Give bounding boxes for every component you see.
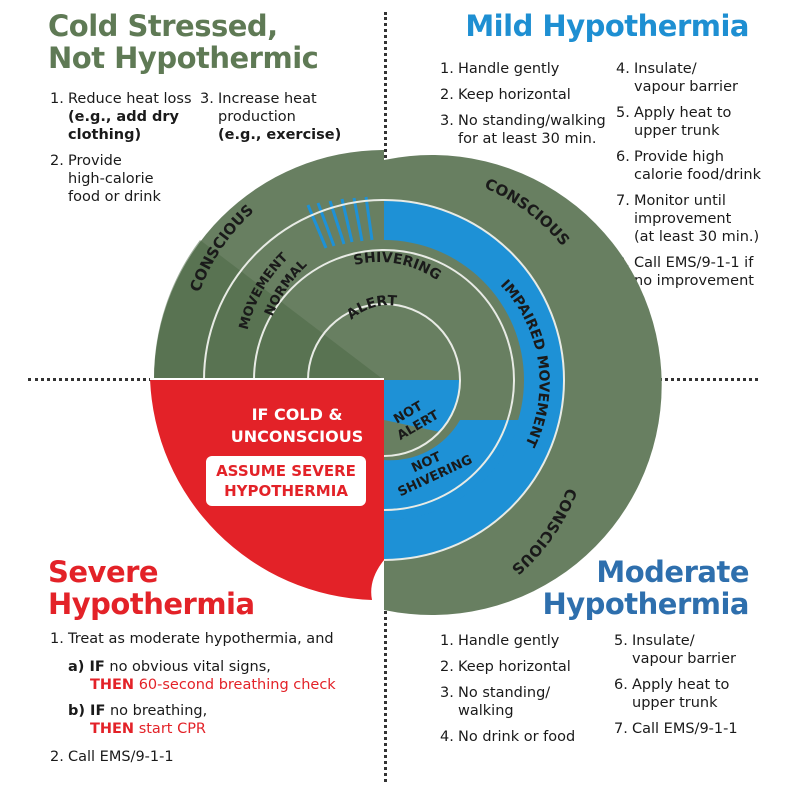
assume-line1: ASSUME SEVERE bbox=[216, 462, 356, 480]
list-item: 4.No drink or food bbox=[440, 728, 610, 746]
if-cold-line1: IF COLD & bbox=[252, 405, 343, 424]
cold-stressed-title-line1: Cold Stressed, bbox=[48, 9, 278, 43]
item-text: Keep horizontal bbox=[458, 659, 571, 675]
list-item: 1.Reduce heat loss (e.g., add dry clothin… bbox=[50, 90, 200, 144]
list-item: 1.Treat as moderate hypothermia, and bbox=[50, 630, 380, 648]
sub-label: a) IF bbox=[68, 659, 105, 675]
item-text: Increase heat production bbox=[218, 91, 317, 125]
item-number: 2. bbox=[50, 153, 64, 169]
cold-stressed-title: Cold Stressed, Not Hypothermic bbox=[48, 9, 319, 75]
severe-top-gap bbox=[150, 378, 384, 380]
list-item: 5.Apply heat to upper trunk bbox=[616, 104, 786, 140]
cold-stressed-title-line2: Not Hypothermic bbox=[48, 41, 319, 75]
item-number: 1. bbox=[440, 633, 454, 649]
sub-text: no obvious vital signs, bbox=[109, 659, 271, 675]
sub-text: no breathing, bbox=[109, 703, 208, 719]
severe-title-line1: Severe bbox=[48, 555, 159, 589]
not-shivering-region bbox=[384, 380, 520, 521]
item-text: Provide high-calorie food or drink bbox=[68, 153, 161, 205]
item-number: 2. bbox=[440, 659, 454, 675]
moderate-list-right: 5.Insulate/ vapour barrier 6.Apply heat … bbox=[614, 632, 774, 746]
item-number: 1. bbox=[50, 631, 64, 647]
item-number: 5. bbox=[616, 105, 630, 121]
item-text: Reduce heat loss bbox=[68, 91, 192, 107]
item-number: 1. bbox=[440, 61, 454, 77]
item-number: 7. bbox=[616, 193, 630, 209]
list-item: 6.Provide high calorie food/drink bbox=[616, 148, 786, 184]
then-label: THEN bbox=[90, 677, 135, 693]
list-item: 2.Keep horizontal bbox=[440, 658, 610, 676]
item-text: Treat as moderate hypothermia, and bbox=[68, 631, 334, 647]
moderate-title-line1: Moderate bbox=[596, 555, 749, 589]
item-text: No standing/walking for at least 30 min. bbox=[458, 113, 606, 147]
item-text: Handle gently bbox=[458, 61, 560, 77]
item-text: Monitor until improvement (at least 30 m… bbox=[634, 193, 760, 245]
item-text: Handle gently bbox=[458, 633, 560, 649]
list-item: 1.Handle gently bbox=[440, 632, 610, 650]
ring-shade bbox=[153, 240, 384, 380]
not-alert-region bbox=[384, 380, 461, 432]
item-number: 2. bbox=[50, 749, 64, 765]
item-number: 4. bbox=[616, 61, 630, 77]
then-label: THEN bbox=[90, 721, 135, 737]
moderate-title: Moderate Hypothermia bbox=[542, 556, 749, 620]
item-number: 4. bbox=[440, 729, 454, 745]
item-example: (e.g., exercise) bbox=[218, 127, 342, 143]
item-text: Keep horizontal bbox=[458, 87, 571, 103]
mild-list-right: 4.Insulate/ vapour barrier 5.Apply heat … bbox=[616, 60, 786, 298]
item-number: 6. bbox=[614, 677, 628, 693]
list-item: 5.Insulate/ vapour barrier bbox=[614, 632, 774, 668]
then-text: 60-second breathing check bbox=[138, 677, 336, 693]
cold-stressed-list-right: 3.Increase heat production (e.g., exercis… bbox=[200, 90, 350, 152]
item-text: Apply heat to upper trunk bbox=[632, 677, 730, 711]
mild-list-left: 1.Handle gently 2.Keep horizontal 3.No s… bbox=[440, 60, 610, 156]
item-text: Insulate/ vapour barrier bbox=[634, 61, 738, 95]
item-text: No standing/ walking bbox=[458, 685, 551, 719]
item-text: Provide high calorie food/drink bbox=[634, 149, 761, 183]
item-text: Apply heat to upper trunk bbox=[634, 105, 732, 139]
item-example: (e.g., add dry clothing) bbox=[68, 109, 179, 143]
assume-line2: HYPOTHERMIA bbox=[224, 482, 348, 500]
severe-title-line2: Hypothermia bbox=[48, 587, 255, 621]
item-text: Call EMS/9-1-1 if no improvement bbox=[634, 255, 754, 289]
moderate-list-left: 1.Handle gently 2.Keep horizontal 3.No s… bbox=[440, 632, 610, 754]
severe-title: Severe Hypothermia bbox=[48, 556, 255, 620]
list-item: 1.Handle gently bbox=[440, 60, 610, 78]
list-item: 2.Provide high-calorie food or drink bbox=[50, 152, 200, 206]
list-item: 7.Call EMS/9-1-1 bbox=[614, 720, 774, 738]
item-number: 2. bbox=[440, 87, 454, 103]
list-item: 2.Call EMS/9-1-1 bbox=[50, 748, 380, 766]
sub-label: b) IF bbox=[68, 703, 106, 719]
item-number: 3. bbox=[440, 685, 454, 701]
item-text: Insulate/ vapour barrier bbox=[632, 633, 736, 667]
list-item: 3.No standing/walking for at least 30 mi… bbox=[440, 112, 610, 148]
then-text: start CPR bbox=[138, 721, 207, 737]
moderate-title-line2: Hypothermia bbox=[542, 587, 749, 621]
if-cold-line2: UNCONSCIOUS bbox=[231, 427, 363, 446]
list-item: 8.Call EMS/9-1-1 if no improvement bbox=[616, 254, 786, 290]
mild-title: Mild Hypothermia bbox=[465, 9, 749, 43]
item-number: 7. bbox=[614, 721, 628, 737]
impaired-movement-band bbox=[384, 200, 564, 560]
cold-stressed-list-left: 1.Reduce heat loss (e.g., add dry clothin… bbox=[50, 90, 200, 214]
list-item: 3.No standing/ walking bbox=[440, 684, 610, 720]
list-item: 7.Monitor until improvement (at least 30… bbox=[616, 192, 786, 246]
item-text: Call EMS/9-1-1 bbox=[68, 749, 174, 765]
item-number: 3. bbox=[200, 91, 214, 107]
list-sub-item: b) IF no breathing, THEN start CPR bbox=[50, 702, 380, 738]
item-number: 5. bbox=[614, 633, 628, 649]
list-item: 6.Apply heat to upper trunk bbox=[614, 676, 774, 712]
assume-box bbox=[206, 456, 366, 506]
severe-list: 1.Treat as moderate hypothermia, and a) … bbox=[50, 630, 380, 766]
list-item: 2.Keep horizontal bbox=[440, 86, 610, 104]
item-number: 1. bbox=[50, 91, 64, 107]
item-text: Call EMS/9-1-1 bbox=[632, 721, 738, 737]
list-item: 3.Increase heat production (e.g., exercis… bbox=[200, 90, 350, 144]
item-text: No drink or food bbox=[458, 729, 576, 745]
item-number: 3. bbox=[440, 113, 454, 129]
list-sub-item: a) IF no obvious vital signs, THEN 60-se… bbox=[50, 658, 380, 694]
item-number: 6. bbox=[616, 149, 630, 165]
list-item: 4.Insulate/ vapour barrier bbox=[616, 60, 786, 96]
